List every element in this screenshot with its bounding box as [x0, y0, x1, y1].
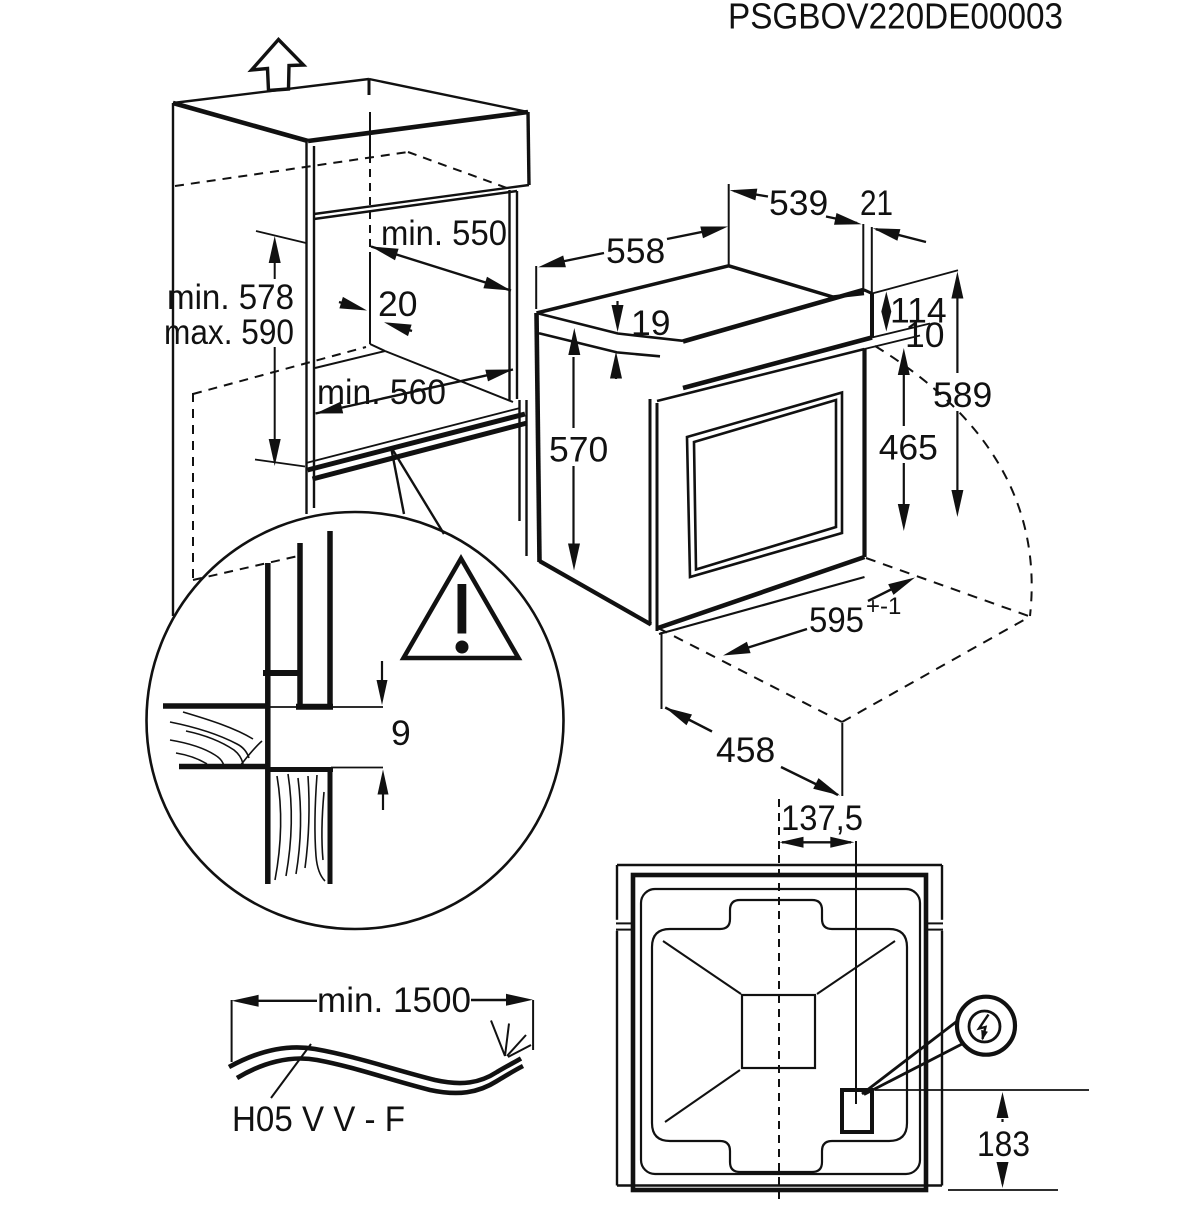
svg-text:min. 1500: min. 1500: [317, 980, 471, 1020]
svg-text:min. 560: min. 560: [317, 372, 446, 412]
svg-text:21: 21: [860, 183, 893, 223]
svg-text:PSGBOV220DE00003: PSGBOV220DE00003: [728, 0, 1063, 37]
svg-text:183: 183: [977, 1124, 1030, 1164]
svg-text:558: 558: [606, 231, 665, 271]
svg-text:H05 V V - F: H05 V V - F: [232, 1099, 405, 1139]
svg-text:458: 458: [716, 730, 775, 770]
svg-text:570: 570: [549, 430, 608, 470]
svg-text:114: 114: [890, 291, 947, 331]
svg-text:max. 590: max. 590: [164, 312, 294, 352]
svg-text:20: 20: [378, 284, 418, 324]
svg-text:137,5: 137,5: [781, 798, 863, 838]
svg-text:19: 19: [631, 303, 671, 343]
svg-text:589: 589: [933, 375, 992, 415]
svg-text:539: 539: [769, 183, 828, 223]
svg-text:595: 595: [809, 600, 864, 640]
svg-text:465: 465: [879, 428, 938, 468]
svg-text:min. 578: min. 578: [167, 277, 294, 317]
svg-text:min. 550: min. 550: [381, 213, 507, 253]
svg-text:+-1: +-1: [866, 593, 901, 620]
svg-text:9: 9: [391, 713, 411, 753]
svg-text:10: 10: [905, 315, 945, 355]
